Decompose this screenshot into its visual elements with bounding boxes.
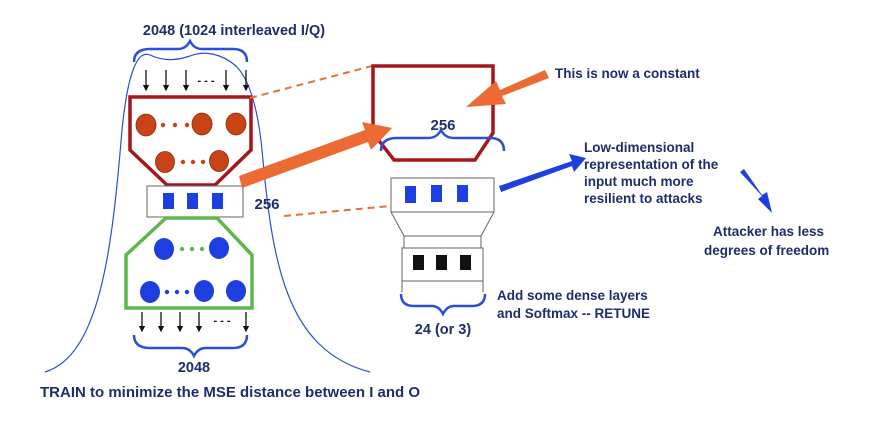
latent-nodes-right — [405, 185, 468, 203]
svg-text:Attacker has less: Attacker has less — [713, 224, 824, 239]
svg-text:Add some dense layers: Add some dense layers — [497, 288, 648, 303]
frozen-encoder-brace — [379, 127, 506, 152]
decoder-node — [226, 280, 246, 302]
output-size-label: 2048 — [178, 360, 210, 376]
svg-text:resilient to attacks: resilient to attacks — [584, 191, 703, 206]
frozen-encoder-shape — [371, 64, 495, 162]
dense-note: Add some dense layers and Softmax -- RET… — [497, 288, 650, 321]
input-brace — [132, 38, 249, 63]
encoder-dots — [160, 122, 206, 165]
blue-arrow-latent — [499, 154, 586, 192]
svg-text:and Softmax -- RETUNE: and Softmax -- RETUNE — [497, 306, 650, 321]
input-ellipsis: - - - — [197, 75, 214, 87]
output-brace — [132, 334, 249, 359]
attacker-note: Attacker has less degrees of freedom — [704, 224, 829, 258]
encoder-node — [191, 112, 213, 136]
output-ellipsis: - - - — [213, 315, 230, 327]
orange-arrow-constant — [466, 70, 549, 107]
encoder-node — [135, 113, 157, 137]
svg-text:input much more: input much more — [584, 174, 694, 189]
latent-nodes-left — [163, 193, 223, 209]
svg-text:Low-dimensional: Low-dimensional — [584, 140, 694, 155]
constant-note: This is now a constant — [555, 66, 700, 81]
bell-curve — [44, 52, 371, 373]
lowdim-note: Low-dimensional representation of the in… — [584, 140, 719, 206]
decoder-node — [140, 281, 160, 303]
svg-text:representation of the: representation of the — [584, 157, 719, 172]
class-count-label: 24 (or 3) — [415, 322, 472, 338]
svg-text:degrees of freedom: degrees of freedom — [704, 243, 829, 258]
output-arrows — [138, 312, 250, 333]
orange-arrow-long — [239, 122, 392, 188]
decoder-node — [194, 280, 214, 302]
input-arrows — [142, 70, 250, 92]
decoder-node — [209, 237, 229, 259]
dense-nodes — [413, 255, 471, 270]
latent-size-left: 256 — [254, 196, 279, 213]
class-brace — [399, 293, 487, 317]
encoder-node — [155, 151, 175, 173]
encoder-node — [225, 112, 247, 136]
softmax-stub — [401, 281, 484, 292]
decoder-nodes — [140, 237, 246, 303]
train-caption: TRAIN to minimize the MSE distance betwe… — [40, 384, 420, 401]
encoder-nodes — [135, 112, 247, 173]
latent-size-right: 256 — [430, 117, 455, 134]
dashed-connector-bottom — [283, 205, 391, 217]
dashed-connector-top — [249, 65, 373, 99]
decoder-node — [154, 238, 174, 260]
blue-arrow-attacker — [740, 169, 772, 213]
encoder-node — [209, 150, 229, 172]
input-size-label: 2048 (1024 interleaved I/Q) — [143, 23, 325, 39]
dense-funnel — [390, 211, 495, 250]
decoder-dots — [164, 246, 205, 295]
encoder-shape — [128, 95, 253, 187]
